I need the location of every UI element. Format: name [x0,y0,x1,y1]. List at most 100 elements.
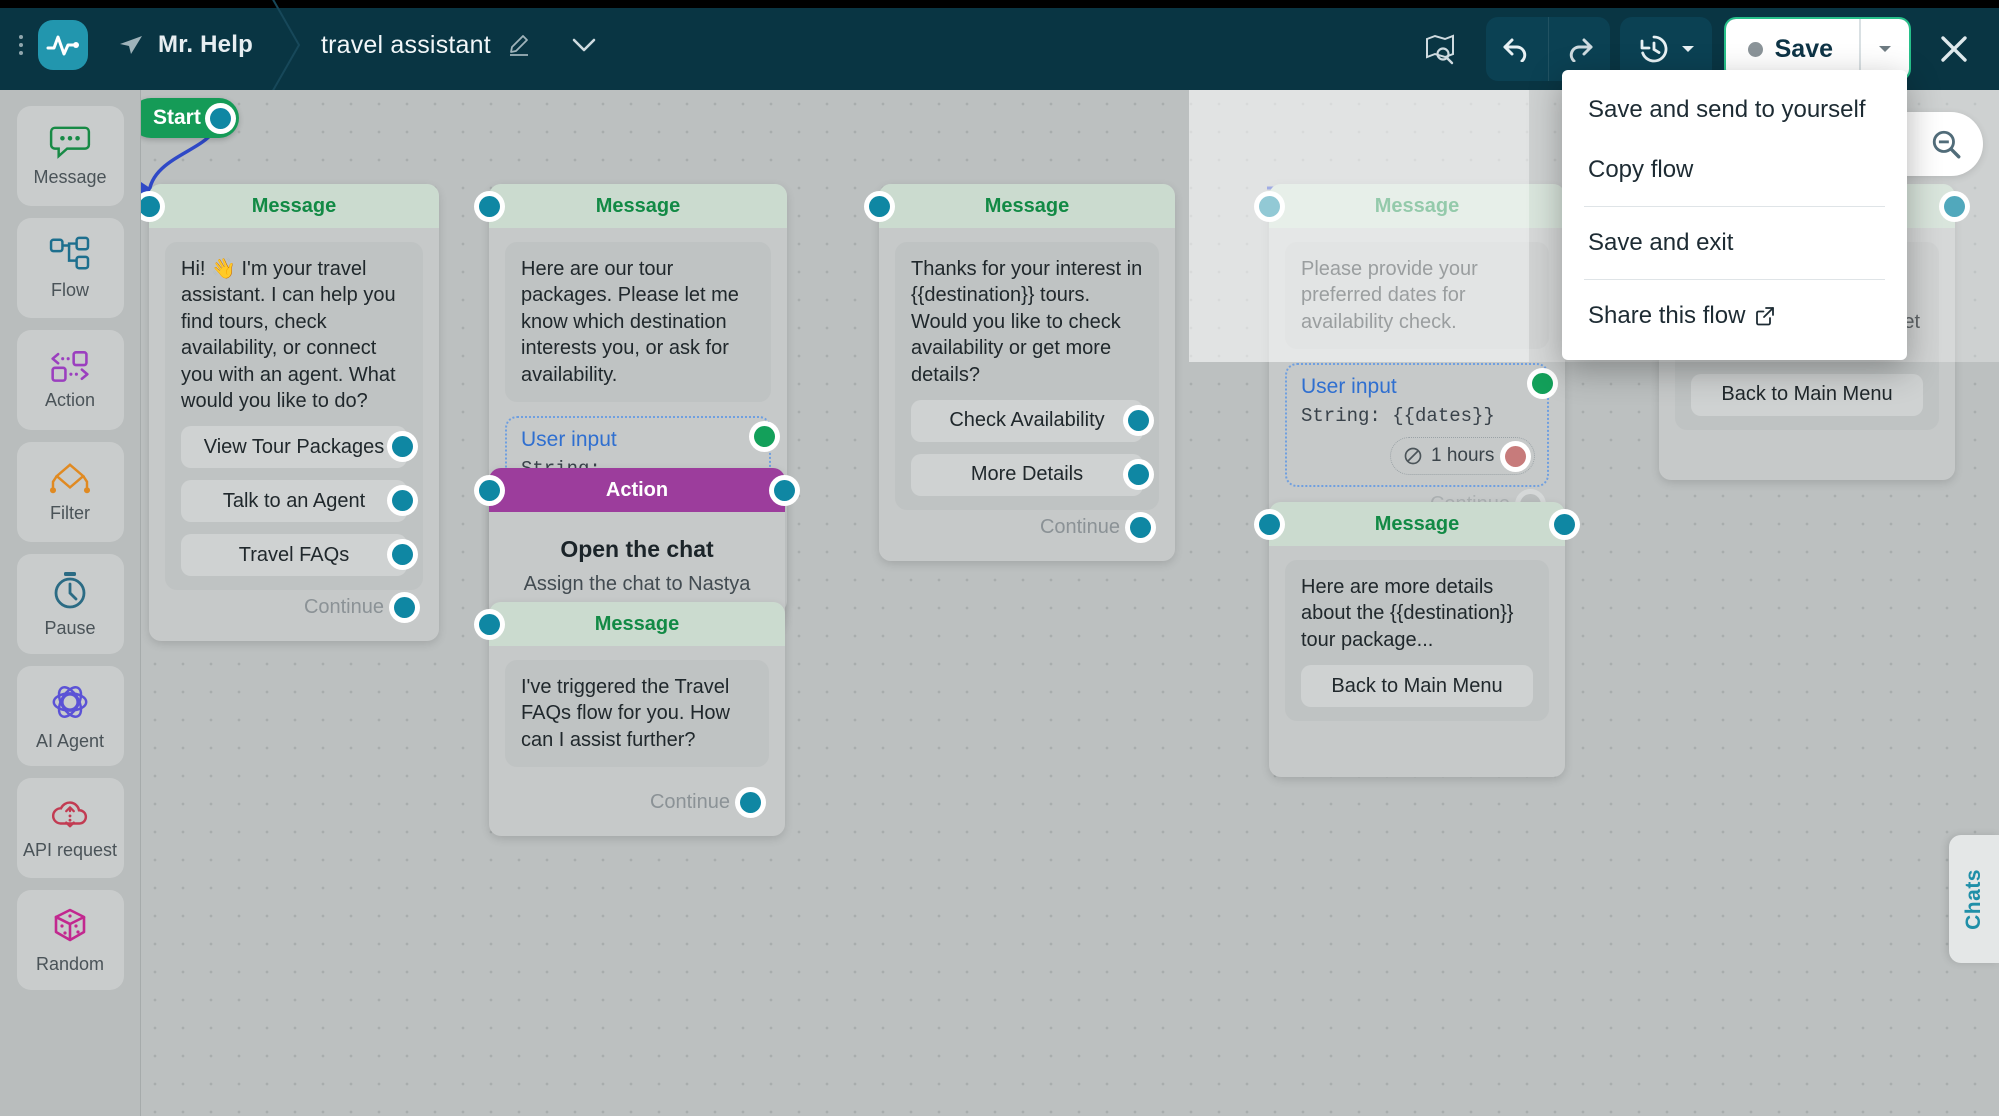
option-button[interactable]: More Details [911,453,1149,496]
menu-item-save-and-send[interactable]: Save and send to yourself [1562,80,1907,140]
start-label: Start [153,106,201,129]
dice-icon [54,908,86,941]
node-body: Please provide your preferred dates for … [1269,228,1565,538]
menu-item-save-and-exit[interactable]: Save and exit [1562,213,1907,273]
menu-item-label: Copy flow [1588,156,1694,183]
node-message-dates[interactable]: Message Please provide your preferred da… [1259,184,1565,539]
option-output-port[interactable] [392,490,413,512]
node-input-port[interactable] [1259,196,1280,217]
option-button[interactable]: Talk to an Agent [181,480,413,523]
back-arrow-icon[interactable] [118,34,144,56]
option-output-port[interactable] [1128,409,1149,431]
undo-button[interactable] [1486,17,1548,81]
save-dropdown-toggle[interactable] [1859,19,1909,79]
node-header: Message [1269,502,1565,546]
continue-output-port[interactable] [740,792,761,814]
node-output-port[interactable] [1554,514,1575,535]
user-input-timeout[interactable]: 1 hours [1390,437,1535,476]
node-body: Hi! 👋 I'm your travel assistant. I can h… [149,228,439,641]
option-output-port[interactable] [392,436,413,458]
node-input-port[interactable] [141,196,160,217]
menu-item-share-flow[interactable]: Share this flow [1562,286,1907,346]
sidebar-item-flow[interactable]: Flow [16,218,124,318]
message-bubble: Hi! 👋 I'm your travel assistant. I can h… [165,242,423,591]
option-output-port[interactable] [392,544,413,566]
node-input-port[interactable] [479,196,500,217]
option-label: Travel FAQs [238,543,350,566]
redo-button[interactable] [1547,17,1610,81]
timeout-label: 1 hours [1431,445,1495,467]
zoom-out-icon[interactable] [1929,127,1963,161]
chat-bubble-icon [49,126,91,159]
page-title: travel assistant [320,30,491,59]
breadcrumb-parent[interactable]: Mr. Help [158,31,253,58]
node-continue[interactable]: Continue [505,767,769,826]
option-button[interactable]: Back to Main Menu [1301,665,1533,708]
message-bubble: I've triggered the Travel FAQs flow for … [505,660,769,768]
sidebar-item-message[interactable]: Message [16,106,124,206]
node-output-port[interactable] [1944,196,1965,217]
user-input-title: User input [521,427,617,451]
action-swap-icon [51,350,89,382]
option-button[interactable]: Back to Main Menu [1691,373,1923,416]
node-message-more-details[interactable]: Message Here are more details about the … [1259,502,1575,778]
user-input-output-port[interactable] [754,425,775,447]
sidebar-item-pause[interactable]: Pause [16,554,124,654]
node-message-welcome[interactable]: Message Hi! 👋 I'm your travel assistant.… [141,184,439,642]
user-input-block[interactable]: User input String: {{dates}} 1 hours [1285,363,1553,488]
node-input-port[interactable] [479,480,500,501]
sidebar-item-filter[interactable]: Filter [16,442,124,542]
option-button[interactable]: View Tour Packages [181,426,413,469]
sidebar-item-label: Flow [50,279,89,300]
user-input-variable: String: {{dates}} [1301,405,1495,428]
continue-output-port[interactable] [394,597,415,619]
node-header: Message [489,602,785,646]
app-logo-icon[interactable] [38,20,88,70]
message-bubble: Here are more details about the {{destin… [1285,560,1549,722]
continue-output-port[interactable] [1130,516,1151,538]
node-message-faq[interactable]: Message I've triggered the Travel FAQs f… [479,602,785,837]
node-output-port[interactable] [774,480,795,501]
sidebar-item-ai-agent[interactable]: AI Agent [16,666,124,766]
map-search-icon[interactable] [1408,17,1472,81]
save-button[interactable]: Save [1725,19,1859,79]
sidebar-item-random[interactable]: Random [16,890,124,990]
option-label: Back to Main Menu [1721,383,1893,406]
continue-label: Continue [1039,515,1120,538]
chats-tab[interactable]: Chats [1949,835,1999,963]
sidebar-item-label: Filter [50,502,90,523]
pencil-icon[interactable] [507,33,531,57]
node-message-interest[interactable]: Message Thanks for your interest in {{de… [869,184,1175,561]
node-continue[interactable]: Continue [895,510,1159,551]
node-palette-sidebar[interactable]: Message Flow Action [0,90,141,1116]
breadcrumb-separator [253,0,313,90]
node-title: Action [605,478,669,501]
node-header: Action [489,468,785,512]
option-output-port[interactable] [1128,463,1149,485]
save-dropdown-menu[interactable]: Save and send to yourself Copy flow Save… [1562,70,1907,360]
timeout-output-port[interactable] [1505,445,1526,467]
node-header: Message [1269,184,1565,228]
option-button[interactable]: Travel FAQs [181,534,413,577]
node-body: Here are our tour packages. Please let m… [489,228,787,613]
close-button[interactable] [1919,14,1989,84]
node-continue[interactable]: Continue [165,590,423,631]
menu-item-label: Save and send to yourself [1588,96,1866,123]
node-input-port[interactable] [479,614,500,635]
node-input-port[interactable] [1259,514,1280,535]
option-label: Back to Main Menu [1331,674,1503,697]
drag-grip-icon[interactable] [8,35,34,55]
user-input-output-port[interactable] [1532,373,1553,395]
chats-tab-label: Chats [1962,868,1985,930]
option-button[interactable]: Check Availability [911,399,1149,442]
start-output-port[interactable] [210,108,231,129]
node-input-port[interactable] [869,196,890,217]
node-header: Message [879,184,1175,228]
sidebar-item-action[interactable]: Action [16,330,124,430]
chevron-down-icon[interactable] [569,35,599,55]
no-entry-icon [1404,447,1422,465]
user-input-title: User input [1301,375,1397,399]
sidebar-item-api-request[interactable]: API request [16,778,124,878]
start-node[interactable]: Start [141,98,239,138]
menu-item-copy-flow[interactable]: Copy flow [1562,140,1907,200]
